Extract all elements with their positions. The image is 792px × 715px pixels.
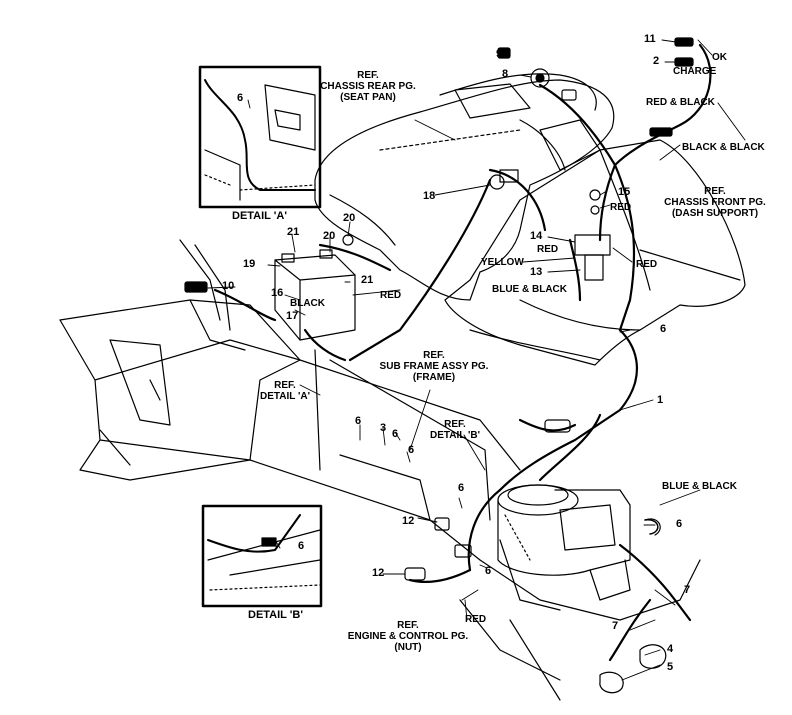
part-number-20-lower: 20 (323, 230, 336, 242)
curl-shape (644, 519, 659, 535)
part-number-12-upper: 12 (402, 515, 415, 527)
part-number-15: 15 (618, 186, 631, 198)
part-number-12-lower: 12 (372, 567, 385, 579)
part-number-6-frame-right: 6 (408, 444, 415, 456)
ref-engine-control-label: REF. ENGINE & CONTROL PG. (NUT) (338, 620, 478, 653)
part-number-18: 18 (423, 190, 436, 202)
ref-line: (FRAME) (412, 372, 456, 383)
ref-line: (SEAT PAN) (340, 92, 396, 103)
dash-support-shape (444, 119, 746, 366)
part-number-5: 5 (667, 661, 674, 673)
detail-b-inset (201, 504, 323, 608)
detail-b-caption: DETAIL 'B' (248, 609, 303, 621)
wire-red-label-switch: RED (537, 244, 559, 255)
frame-rails (59, 239, 701, 701)
ref-line: REF. (397, 620, 419, 631)
ref-line: (NUT) (394, 642, 422, 653)
part-number-16: 16 (271, 287, 284, 299)
ref-line: SUB FRAME ASSY PG. (379, 361, 489, 372)
part-number-6-detail-b: 6 (298, 540, 305, 552)
part-number-19: 19 (243, 258, 256, 270)
ref-sub-frame-label: REF. SUB FRAME ASSY PG. (FRAME) (375, 350, 493, 383)
ref-line: REF. (357, 70, 379, 81)
part-number-8: 8 (502, 68, 509, 80)
wire-yellow-label: YELLOW (481, 257, 524, 268)
part-number-7-left: 7 (612, 620, 619, 632)
ref-line: ENGINE & CONTROL PG. (347, 631, 469, 642)
wire-blue-black-label-top: BLUE & BLACK (492, 284, 567, 295)
wire-red-label-battery: RED (380, 290, 402, 301)
ref-line: CHASSIS FRONT PG. (664, 197, 766, 208)
seat-pan-shape (314, 73, 615, 301)
part-number-10: 10 (222, 280, 235, 292)
detail-a-caption: DETAIL 'A' (232, 210, 287, 222)
part-number-6-right-curl: 6 (676, 518, 683, 530)
ref-chassis-front-label: REF. CHASSIS FRONT PG. (DASH SUPPORT) (650, 186, 780, 219)
part-number-2: 2 (653, 55, 660, 67)
wire-black-black-label: BLACK & BLACK (682, 142, 765, 153)
part-number-3: 3 (380, 422, 387, 434)
part-number-6-engine-bottom: 6 (485, 565, 492, 577)
part-number-6-dash: 6 (660, 323, 667, 335)
wire-red-black-label: RED & BLACK (646, 97, 715, 108)
ref-detail-b-label: REF. DETAIL 'B' (420, 419, 490, 441)
part-number-1: 1 (657, 394, 664, 406)
part-number-7-right: 7 (684, 584, 691, 596)
part-number-11: 11 (644, 33, 656, 45)
charge-terminal-label: CHARGE (673, 66, 717, 77)
part-number-6-detail-a: 6 (237, 92, 244, 104)
part-number-21-right: 21 (361, 274, 374, 286)
leader-lines (207, 39, 746, 681)
ref-line: REF. (444, 419, 466, 430)
part-number-4: 4 (667, 643, 674, 655)
wire-red-label-bottom: RED (465, 614, 487, 625)
battery-shape (274, 249, 356, 341)
ref-detail-a-label: REF. DETAIL 'A' (250, 380, 320, 402)
engine-shape (497, 484, 631, 611)
ref-line: REF. (423, 350, 445, 361)
ref-line: CHASSIS REAR PG. (320, 81, 416, 92)
ok-terminal-label: OK (712, 52, 727, 63)
part-number-6-frame-mid: 6 (392, 428, 399, 440)
wire-red-label-right: RED (636, 259, 658, 270)
wire-black-label: BLACK (290, 298, 325, 309)
part-number-14: 14 (530, 230, 543, 242)
ref-chassis-rear-label: REF. CHASSIS REAR PG. (SEAT PAN) (308, 70, 428, 103)
wire-red-label-top: RED (610, 202, 632, 213)
part-number-17: 17 (286, 310, 299, 322)
ref-line: DETAIL 'A' (260, 391, 310, 402)
ref-line: (DASH SUPPORT) (671, 208, 759, 219)
part-number-21-top: 21 (287, 226, 300, 238)
ref-line: REF. (704, 186, 726, 197)
part-number-13: 13 (530, 266, 543, 278)
part-number-6-engine-top: 6 (458, 482, 465, 494)
connectors (184, 37, 694, 694)
ref-line: DETAIL 'B' (430, 430, 480, 441)
part-number-20-top: 20 (343, 212, 356, 224)
part-number-9: 9 (496, 48, 503, 60)
wire-blue-black-label-bottom: BLUE & BLACK (662, 481, 737, 492)
detail-a-inset (198, 65, 322, 209)
part-number-6-frame-left: 6 (355, 415, 362, 427)
wire-harness (213, 43, 712, 662)
ref-line: REF. (274, 380, 296, 391)
